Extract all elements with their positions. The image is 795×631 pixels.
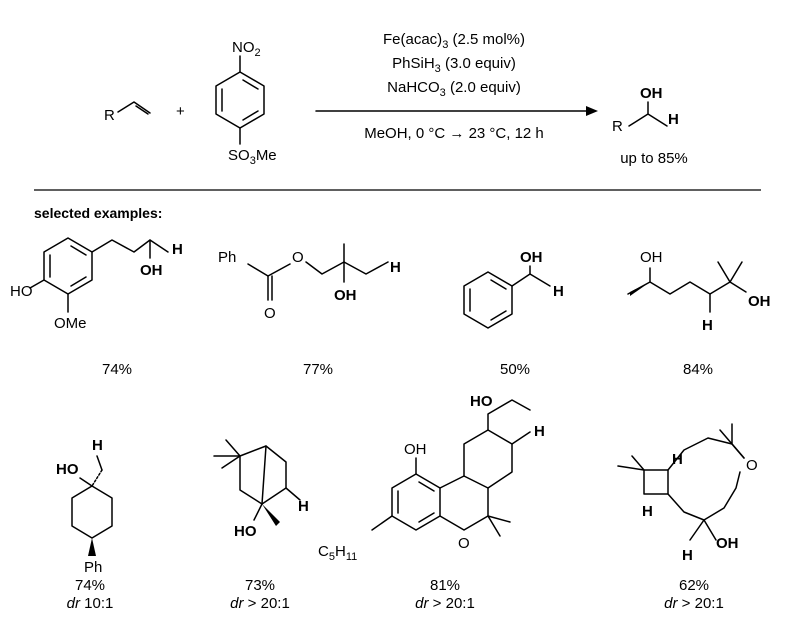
ex7-dr-value: > 20:1 [429,595,475,612]
ex1-h-label: H [172,241,183,258]
base-name: NaHCO [387,79,440,96]
catalyst-subscript: 3 [442,39,448,51]
example-4-structure: OH H OH [627,249,771,334]
svg-text:Fe(acac)3 (2.5 mol%): Fe(acac)3 (2.5 mol%) [383,31,525,51]
ex2-ester-o-label: O [292,249,304,266]
reaction-conditions: Fe(acac)3 (2.5 mol%) PhSiH3 (3.0 equiv) … [315,31,598,142]
ex8-h-top-label: H [672,451,683,468]
nitrobenzenesulfonate-reagent: NO2 SO3Me [215,39,277,167]
ex6-dr-value: > 20:1 [244,595,290,612]
product-r-label: R [612,118,623,135]
svg-text:PhSiH3 (3.0 equiv): PhSiH3 (3.0 equiv) [392,55,516,75]
ex8-o-label: O [746,457,758,474]
base-amount: (2.0 equiv) [446,79,521,96]
ex5-yield: 74% [75,577,105,594]
ex2-yield: 77% [303,361,333,378]
product-h-label: H [668,111,679,128]
silane-amount: (3.0 equiv) [441,55,516,72]
svg-text:NO2: NO2 [232,39,261,59]
ex8-yield: 62% [679,577,709,594]
ex7-oh-label: OH [404,441,427,458]
ex4-h-label: H [702,317,713,334]
ex8-dr-value: > 20:1 [678,595,724,612]
ex7-yield: 81% [430,577,460,594]
substrate-alkene: R [104,101,151,124]
ex1-ome-label: OMe [54,315,87,332]
ex8-dr-prefix: dr [664,595,678,612]
example-1-structure: HO OMe OH H [10,237,183,332]
example-6-structure: H HO [213,439,309,540]
ex6-h-label: H [298,498,309,515]
ex5-dr-value: 10:1 [80,595,113,612]
ex2-ph-label: Ph [218,249,236,266]
example-7-structure: OH C5H11 O H HO [318,393,545,563]
product-oh-label: OH [640,85,663,102]
ex3-yield: 50% [500,361,530,378]
ex7-h-label-tail: H [335,543,346,560]
substrate-r-label: R [104,107,115,124]
ex7-dr-prefix: dr [415,595,429,612]
svg-text:NaHCO3 (2.0 equiv): NaHCO3 (2.0 equiv) [387,79,521,99]
ex5-ph-label: Ph [84,559,102,576]
ex6-ho-label: HO [234,523,257,540]
ex1-ho-label: HO [10,283,33,300]
ex8-dr: dr > 20:1 [664,595,724,612]
solvent-temperature-time: MeOH, 0 °C → 23 °C, 12 h [364,125,544,142]
example-3-structure: OH H [463,249,564,329]
base-subscript: 3 [440,87,446,99]
product-yield: up to 85% [620,150,688,167]
ex2-h-label: H [390,259,401,276]
ex2-o-label: O [264,305,276,322]
silane-name: PhSiH [392,55,435,72]
svg-text:C5H11: C5H11 [318,543,357,563]
ex8-h-bottom-label: H [682,547,693,564]
ex8-h-mid-label: H [642,503,653,520]
ex7-o-label: O [458,535,470,552]
ex6-yield: 73% [245,577,275,594]
example-5-structure: H HO Ph [56,437,113,576]
product-alcohol: OH R H up to 85% [612,85,688,167]
ex4-yield: 84% [683,361,713,378]
ex3-oh-label: OH [520,249,543,266]
ex7-h-label: H [534,423,545,440]
ex6-dr-prefix: dr [230,595,244,612]
ex3-h-label: H [553,283,564,300]
ex7-h-subscript: 11 [346,551,357,563]
catalyst-loading: (2.5 mol%) [448,31,525,48]
ex2-oh-label: OH [334,287,357,304]
ex1-oh-label: OH [140,262,163,279]
ex4-oh-top-label: OH [640,249,663,266]
sulfonate-label: SO [228,147,250,164]
ex5-dr: dr 10:1 [67,595,114,612]
ex4-oh-label: OH [748,293,771,310]
catalyst-name: Fe(acac) [383,31,442,48]
ex5-h-label: H [92,437,103,454]
nitro-subscript: 2 [255,47,261,59]
sulfonate-methyl: Me [256,147,277,164]
plus-sign: + [176,103,185,120]
example-2-structure: Ph O O OH H [218,243,401,322]
ex5-ho-label: HO [56,461,79,478]
section-title: selected examples: [34,205,162,221]
sulfonate-subscript: 3 [250,155,256,167]
ex8-oh-label: OH [716,535,739,552]
silane-subscript: 3 [435,63,441,75]
ex5-dr-prefix: dr [67,595,81,612]
svg-text:SO3Me: SO3Me [228,147,277,167]
ex7-c5-label: C [318,543,329,560]
ex7-dr: dr > 20:1 [415,595,475,612]
arrow-head [586,106,598,116]
ex7-c5-subscript: 5 [329,551,335,563]
ex7-ho-label: HO [470,393,493,410]
example-8-structure: O OH H H H [617,423,758,564]
ex6-dr: dr > 20:1 [230,595,290,612]
nitro-label: NO [232,39,255,56]
ex1-yield: 74% [102,361,132,378]
